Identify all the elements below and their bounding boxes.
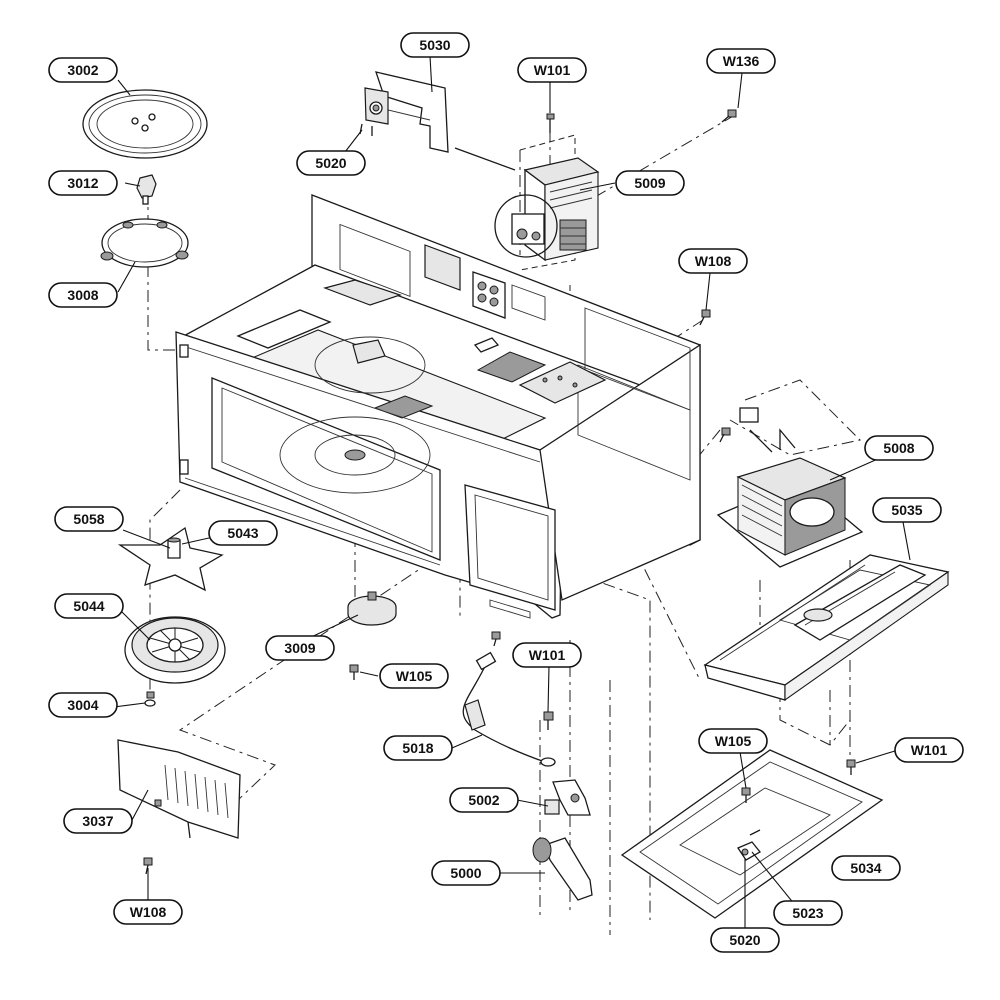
svg-text:W101: W101 xyxy=(529,647,566,663)
svg-text:W136: W136 xyxy=(723,53,760,69)
svg-text:5023: 5023 xyxy=(792,905,823,921)
callout-w101-center: W101 xyxy=(512,642,582,668)
svg-text:5020: 5020 xyxy=(315,155,346,171)
callout-w101-top: W101 xyxy=(517,57,587,83)
callout-5020-top: 5020 xyxy=(296,150,366,176)
svg-text:5034: 5034 xyxy=(850,860,881,876)
stirrer-cover xyxy=(124,616,226,684)
stirrer-motor-cover xyxy=(117,739,241,839)
turntable-motor xyxy=(347,591,397,626)
lamp-bulb xyxy=(532,837,593,901)
high-voltage-transformer xyxy=(716,407,864,568)
bottom-plate xyxy=(620,749,884,919)
svg-text:W108: W108 xyxy=(130,904,167,920)
oven-cavity xyxy=(175,194,701,619)
svg-text:5009: 5009 xyxy=(634,175,665,191)
callout-w108-right: W108 xyxy=(678,248,748,274)
svg-text:W105: W105 xyxy=(396,668,433,684)
svg-text:3012: 3012 xyxy=(67,175,98,191)
screw-w108-bottom xyxy=(143,857,153,875)
callout-5002: 5002 xyxy=(449,787,519,813)
callout-w105-bottom: W105 xyxy=(698,728,768,754)
stirrer-screw xyxy=(144,691,156,707)
svg-text:W108: W108 xyxy=(695,253,732,269)
callout-5030: 5030 xyxy=(400,32,470,58)
screw-w101-center xyxy=(543,711,554,730)
screw-w136 xyxy=(721,109,737,123)
callout-5009: 5009 xyxy=(615,170,685,196)
callout-5008: 5008 xyxy=(864,435,934,461)
magnetron xyxy=(454,147,600,262)
svg-text:5002: 5002 xyxy=(468,792,499,808)
callout-3009: 3009 xyxy=(265,635,335,661)
callout-3002: 3002 xyxy=(48,57,118,83)
svg-text:5020: 5020 xyxy=(729,932,760,948)
turntable-coupler xyxy=(136,174,157,205)
svg-text:5018: 5018 xyxy=(402,740,433,756)
callout-5043: 5043 xyxy=(208,520,278,546)
base-plate xyxy=(703,554,950,702)
wire-harness xyxy=(462,651,556,767)
svg-text:3037: 3037 xyxy=(82,813,113,829)
screw-w-mid-right xyxy=(719,427,731,443)
svg-text:3009: 3009 xyxy=(284,640,315,656)
svg-text:W101: W101 xyxy=(534,62,571,78)
svg-text:5035: 5035 xyxy=(891,502,922,518)
callout-5018: 5018 xyxy=(383,735,453,761)
callout-5035: 5035 xyxy=(872,497,942,523)
svg-text:5000: 5000 xyxy=(450,865,481,881)
screw-w101-top xyxy=(546,113,555,133)
svg-text:3004: 3004 xyxy=(67,697,98,713)
callout-3008: 3008 xyxy=(48,282,118,308)
turntable-glass-tray xyxy=(82,89,208,159)
callout-5058: 5058 xyxy=(54,506,124,532)
svg-text:5058: 5058 xyxy=(73,511,104,527)
svg-text:5043: 5043 xyxy=(227,525,258,541)
stirrer-blade xyxy=(117,526,224,592)
callout-w136: W136 xyxy=(706,48,776,74)
svg-text:W101: W101 xyxy=(911,742,948,758)
svg-text:3002: 3002 xyxy=(67,62,98,78)
screw-w101-bottom xyxy=(846,759,856,775)
screw-w105-motor xyxy=(349,664,359,680)
svg-text:5008: 5008 xyxy=(883,440,914,456)
callout-w108-bottom: W108 xyxy=(113,899,183,925)
screw-w108-right xyxy=(699,309,711,326)
callout-5023: 5023 xyxy=(773,900,843,926)
screw-center xyxy=(491,631,501,647)
svg-text:5044: 5044 xyxy=(73,598,104,614)
callout-w101-bottom: W101 xyxy=(894,737,964,763)
roller-ring xyxy=(100,218,189,268)
callout-5034: 5034 xyxy=(831,855,901,881)
svg-text:3008: 3008 xyxy=(67,287,98,303)
svg-text:W105: W105 xyxy=(715,733,752,749)
lamp-bracket xyxy=(544,779,591,816)
callout-3004: 3004 xyxy=(48,692,118,718)
leader-lines xyxy=(113,55,911,928)
callout-5000: 5000 xyxy=(431,860,501,886)
svg-text:5030: 5030 xyxy=(419,37,450,53)
callout-w105-motor: W105 xyxy=(379,663,449,689)
switch-bracket-assembly xyxy=(359,71,449,153)
callout-3037: 3037 xyxy=(63,808,133,834)
callout-3012: 3012 xyxy=(48,170,118,196)
callout-5044: 5044 xyxy=(54,593,124,619)
callout-5020-bottom: 5020 xyxy=(710,927,780,953)
